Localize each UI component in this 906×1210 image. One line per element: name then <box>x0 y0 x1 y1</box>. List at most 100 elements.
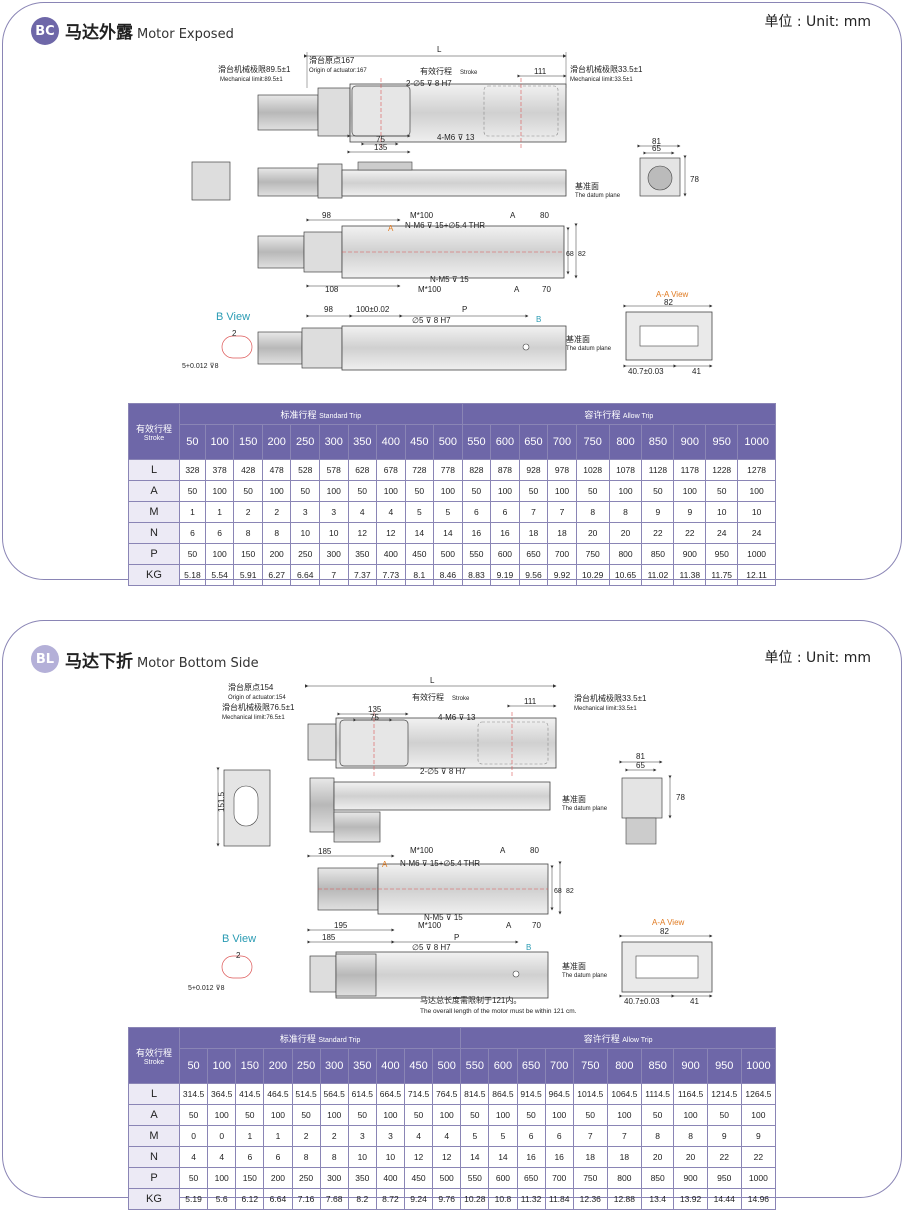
row-label: A <box>128 1104 180 1126</box>
table-cell: 50 <box>705 480 739 502</box>
stroke-header-cell: 450 <box>403 1048 434 1084</box>
row-label: N <box>128 1146 180 1168</box>
table-cell: 7.37 <box>347 564 378 586</box>
table-cell: 3 <box>375 1125 406 1147</box>
table-cell: 9 <box>706 1125 742 1147</box>
s2-dim-135: 135 <box>368 705 382 714</box>
table-cell: 8 <box>673 1125 708 1147</box>
stroke-header-cell: 900 <box>673 1048 708 1084</box>
table-cell: 4 <box>207 1146 237 1168</box>
table-cell: 150 <box>235 1167 265 1189</box>
table-cell: 7 <box>518 501 549 523</box>
table-cell: 50 <box>347 480 378 502</box>
table-cell: 100 <box>207 1167 237 1189</box>
s2-stroke-en: Stroke <box>452 696 470 702</box>
row-label: M <box>128 1125 180 1147</box>
table-cell: 814.5 <box>460 1083 490 1105</box>
table-cell: 2 <box>319 1125 349 1147</box>
table-cell: 700 <box>547 543 577 565</box>
table-cell: 350 <box>347 1167 377 1189</box>
table-cell: 4 <box>403 1125 434 1147</box>
s2-tolerance: 5+0.012 ⊽8 <box>188 984 225 992</box>
stroke-header-cell: 300 <box>319 1048 349 1084</box>
table-cell: 6 <box>204 522 235 544</box>
table-cell: 500 <box>432 1167 462 1189</box>
s2-nm5-label: N-M5 ⊽ 15 <box>424 913 463 922</box>
s1-dim-80: 80 <box>540 211 549 220</box>
table-cell: 6.12 <box>235 1188 265 1210</box>
table-cell: 11.02 <box>641 564 675 586</box>
table-cell: 50 <box>518 480 549 502</box>
table-cell: 728 <box>404 459 435 481</box>
table-cell: 14.96 <box>740 1188 777 1210</box>
table-cell: 100 <box>740 1104 777 1126</box>
s2-front-view <box>221 934 713 999</box>
s1-bottom-view <box>257 218 578 288</box>
stroke-header-cell: 350 <box>347 1048 377 1084</box>
section-title-cn: 马达外露 <box>65 23 133 43</box>
table-cell: 12.88 <box>606 1188 642 1210</box>
s1-nm6-label: N-M6 ⊽ 15+∅5.4 THR <box>405 221 485 230</box>
s2-dim-L: L <box>430 676 435 685</box>
table-cell: 4 <box>178 1146 209 1168</box>
table-cell: 800 <box>606 1167 642 1189</box>
s2-dim-m100b: M*100 <box>418 921 442 930</box>
table-cell: 1128 <box>641 459 675 481</box>
s2-dim-A1: A <box>500 846 506 855</box>
table-cell: 12.11 <box>737 564 776 586</box>
stroke-header-cell: 550 <box>461 424 492 460</box>
table-cell: 5 <box>404 501 435 523</box>
stroke-header-cell: 450 <box>404 424 435 460</box>
table-cell: 6 <box>263 1146 293 1168</box>
s2-dim-P: P <box>454 933 459 942</box>
table-cell: 7.73 <box>376 564 406 586</box>
stroke-header-cell: 750 <box>575 424 610 460</box>
s2-dim-185b: 185 <box>322 933 336 942</box>
table-cell: 100 <box>376 480 406 502</box>
table-cell: 16 <box>490 522 520 544</box>
s1-dim-m100: M*100 <box>410 211 434 220</box>
table-cell: 900 <box>673 543 707 565</box>
stroke-header-cell: 700 <box>544 1048 574 1084</box>
s2-B-marker: B <box>526 943 531 952</box>
table-cell: 8 <box>319 1146 349 1168</box>
table-cell: 7.16 <box>291 1188 321 1210</box>
table-cell: 6.64 <box>290 564 320 586</box>
table-cell: 11.32 <box>516 1188 546 1210</box>
s1-origin-en: Origin of actuator:167 <box>309 68 367 74</box>
table-cell: 550 <box>460 1167 490 1189</box>
table-cell: 9 <box>740 1125 777 1147</box>
table-cell: 1000 <box>737 543 776 565</box>
allow-trip-header: 容许行程 Allow Trip <box>460 1027 776 1049</box>
table-cell: 528 <box>290 459 320 481</box>
table-cell: 14 <box>460 1146 490 1168</box>
table-cell: 100 <box>490 480 520 502</box>
table-cell: 50 <box>640 1104 675 1126</box>
s1-dim-2: 2 <box>232 329 237 338</box>
s2-bottom-view <box>307 854 562 932</box>
table-cell: 864.5 <box>488 1083 518 1105</box>
table-cell: 8.46 <box>433 564 463 586</box>
table-cell: 700 <box>544 1167 574 1189</box>
s1-datum2-en: The datum plane <box>566 346 612 352</box>
stroke-header-cell: 900 <box>673 424 707 460</box>
s2-dim-111: 111 <box>524 697 537 706</box>
table-cell: 6 <box>544 1125 574 1147</box>
stroke-header-cell: 850 <box>641 424 675 460</box>
table-cell: 300 <box>318 543 349 565</box>
table-cell: 0 <box>207 1125 237 1147</box>
row-label: M <box>128 501 180 523</box>
s2-dim-151: 151.5 <box>217 791 226 812</box>
stroke-header-cell: 200 <box>263 1048 293 1084</box>
table-cell: 9.19 <box>490 564 520 586</box>
s2-dim-m100: M*100 <box>410 846 434 855</box>
row-label: KG <box>128 564 180 586</box>
table-cell: 2 <box>291 1125 321 1147</box>
s2-dim-185: 185 <box>318 847 332 856</box>
table-cell: 8 <box>233 522 263 544</box>
